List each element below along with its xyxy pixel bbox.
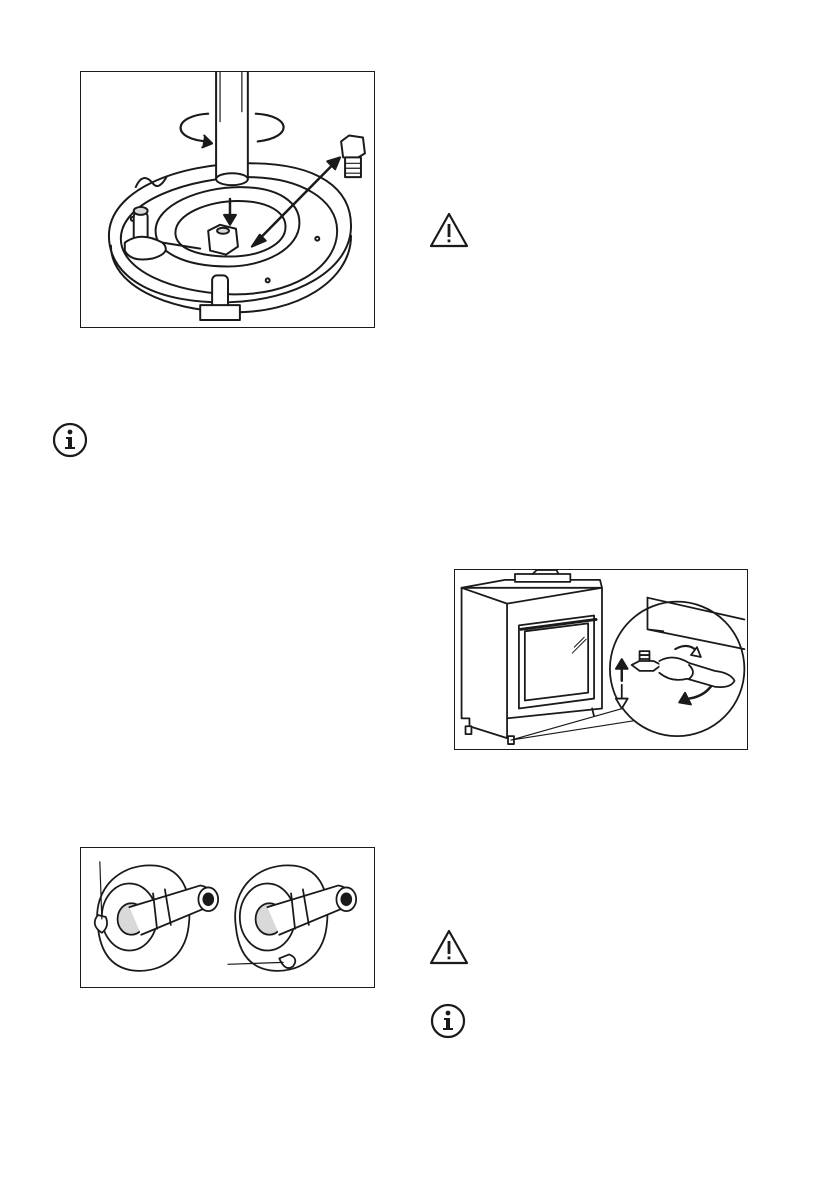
cooker-leveling-figure [454, 569, 748, 750]
info-icon [52, 422, 88, 458]
info-icon [430, 1003, 466, 1039]
warning-icon [429, 929, 469, 965]
burner-nozzle-illustration [81, 72, 374, 327]
cooker-adjustable-feet-illustration [455, 570, 747, 749]
gas-tap-figure [80, 847, 375, 988]
burner-injector-figure [80, 71, 375, 328]
control-knob-shaft-illustration [81, 848, 374, 987]
warning-icon [429, 212, 469, 248]
